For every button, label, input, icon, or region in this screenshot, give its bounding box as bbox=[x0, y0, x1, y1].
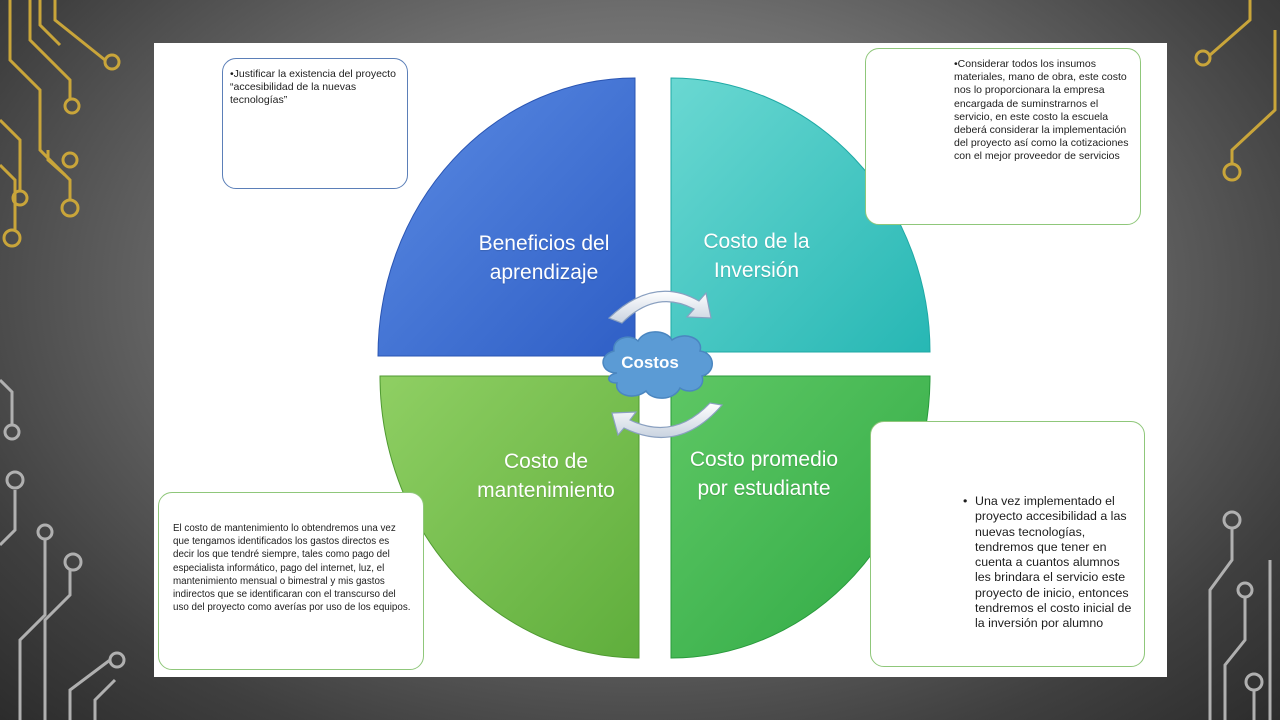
note-mantenimiento: El costo de mantenimiento lo obtendremos… bbox=[158, 492, 424, 670]
quadrant-inversion bbox=[670, 77, 931, 353]
note-inversion-text: •Considerar todos los insumos materiales… bbox=[954, 58, 1129, 163]
note-beneficios: •Justificar la existencia del proyecto “… bbox=[222, 58, 408, 189]
note-inversion: •Considerar todos los insumos materiales… bbox=[865, 48, 1141, 225]
center-label-costos: Costos bbox=[621, 353, 679, 372]
quadrant-label-mantenimiento: Costo de mantenimiento bbox=[477, 450, 615, 502]
note-mantenimiento-text: El costo de mantenimiento lo obtendremos… bbox=[173, 523, 411, 614]
note-promedio-text: • Una vez implementado el proyecto acces… bbox=[963, 494, 1136, 632]
note-promedio-body: Una vez implementado el proyecto accesib… bbox=[975, 494, 1132, 631]
cloud-shape bbox=[602, 331, 713, 399]
cycle-arrow-top bbox=[607, 290, 712, 324]
quadrant-mantenimiento bbox=[379, 375, 640, 659]
quadrant-label-beneficios: Beneficios del aprendizaje bbox=[478, 232, 610, 284]
cycle-diagram bbox=[377, 77, 931, 659]
cycle-arrow-bottom bbox=[611, 402, 724, 439]
diagram-panel: Costos Beneficios del aprendizaje Costo … bbox=[154, 43, 1167, 677]
quadrant-label-promedio: Costo promedio por estudiante bbox=[689, 448, 839, 500]
quadrant-label-inversion: Costo de la Inversión bbox=[703, 230, 810, 282]
note-promedio: • Una vez implementado el proyecto acces… bbox=[870, 421, 1145, 667]
quadrant-beneficios bbox=[377, 77, 636, 357]
note-beneficios-text: •Justificar la existencia del proyecto “… bbox=[230, 68, 396, 106]
bullet-icon: • bbox=[963, 494, 968, 508]
